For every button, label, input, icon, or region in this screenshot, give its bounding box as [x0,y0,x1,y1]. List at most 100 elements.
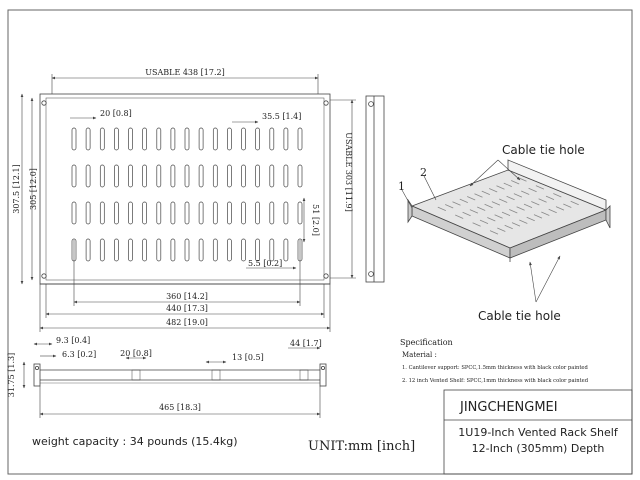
vent-slot [99,238,105,262]
vent-slot [255,127,260,151]
iso-vent-slot [538,198,547,203]
iso-vent-slot [479,219,489,224]
mount-hole [41,273,47,279]
iso-vent-slot [548,208,557,214]
vent-slot [283,164,289,188]
iso-vent-slot [474,193,483,198]
iso-vent-slot [501,211,511,216]
vent-slot [170,201,176,225]
iso-vent-slot [504,224,513,230]
vent-slot [85,201,91,225]
vent-slot [255,201,260,225]
product-title-line1: 1U19-Inch Vented Rack Shelf [458,426,619,439]
vent-slot [212,127,218,151]
shelf-inner-outline [45,97,325,281]
spec-item-2: 2. 12 inch Vented Shelf: SPCC,1mm thickn… [402,378,589,384]
vent-slot [85,238,91,262]
dim-9-3: 9.3 [0.4] [56,336,90,345]
dim-edge-offset: 5.5 [0.2] [248,259,282,268]
iso-vent-slot [496,185,505,190]
spec-title: Specification [400,338,453,347]
iso-vent-slot [519,219,528,224]
iso-vent-slot [437,206,446,211]
vent-slot [128,164,133,188]
dim-outer-height: 307.5 [12.1] [12,164,21,214]
vent-slot [156,164,162,188]
dim-usable-width: USABLE 438 [17.2] [145,68,224,77]
iso-vent-slot [526,216,535,222]
vent-slot [198,127,204,151]
vent-slot [184,201,190,225]
vent-slot [99,164,105,188]
spec-material-label: Material : [402,351,437,359]
vent-slot [269,164,275,188]
vent-slot [283,127,289,151]
iso-vent-slot [521,190,530,195]
vent-slot [156,201,162,225]
vent-slot [212,201,218,225]
iso-vent-slot [462,211,471,217]
iso-vent-slot [455,214,464,219]
iso-vent-slot [563,203,572,208]
iso-vent-slot [555,206,565,211]
iso-vent-slot [570,200,579,206]
vent-slot [184,164,190,188]
vent-slot [85,164,91,188]
vent-slot [241,164,246,188]
title-block [443,389,633,475]
iso-vent-slot [459,198,468,203]
side-mount-hole [368,101,374,107]
iso-vent-slot [489,230,499,235]
iso-vent-slot [535,185,545,190]
iso-vent-slot [541,211,550,216]
vent-slot [255,238,260,262]
part-marker-1: 1 [398,180,405,193]
vent-slot [170,238,176,262]
iso-vent-slot [523,203,533,208]
vent-slot [114,201,119,225]
vent-slot [128,238,133,262]
iso-vent-slot [513,193,523,198]
dim-slot-pitch: 35.5 [1.4] [262,112,301,121]
iso-vent-slot [487,217,496,222]
vent-slot [297,201,303,225]
iso-vent-slot [477,206,486,211]
mount-hole [323,273,329,279]
iso-vent-slot [516,206,525,211]
vent-slot [142,127,147,151]
iso-vent-slot [489,188,498,193]
side-mount-hole [368,271,374,277]
vent-slot [71,164,77,188]
vent-slot [241,201,246,225]
dim-465: 465 [18.3] [159,403,201,412]
iso-vent-slot [506,195,515,201]
iso-vent-slot [472,222,481,227]
vent-slot [283,201,289,225]
vent-slot-grid [71,127,303,262]
vent-slot [142,238,147,262]
vent-slot [227,201,232,225]
iso-vent-slot [553,193,562,198]
vent-slot [142,164,147,188]
vent-slot [212,164,218,188]
vent-slot [114,127,119,151]
vent-slot [128,127,133,151]
isometric-view [407,159,611,262]
vent-slot [269,238,275,262]
vent-slot [170,164,176,188]
iso-vent-slot [509,209,518,214]
vent-slot [128,201,133,225]
vent-slot [241,127,246,151]
part-marker-2: 2 [420,166,427,179]
mount-hole [41,100,47,106]
dim-44: 44 [1.7] [290,339,322,348]
callout-cable-tie-top: Cable tie hole [502,143,585,157]
side-view [365,95,385,283]
iso-vent-slot [511,222,521,227]
product-title-line2: 12-Inch (305mm) Depth [472,442,605,455]
vent-slot [269,201,275,225]
dim-20: 20 [0.8] [120,349,152,358]
vent-slot [184,238,190,262]
vent-slot [170,127,176,151]
vent-slot [255,164,260,188]
